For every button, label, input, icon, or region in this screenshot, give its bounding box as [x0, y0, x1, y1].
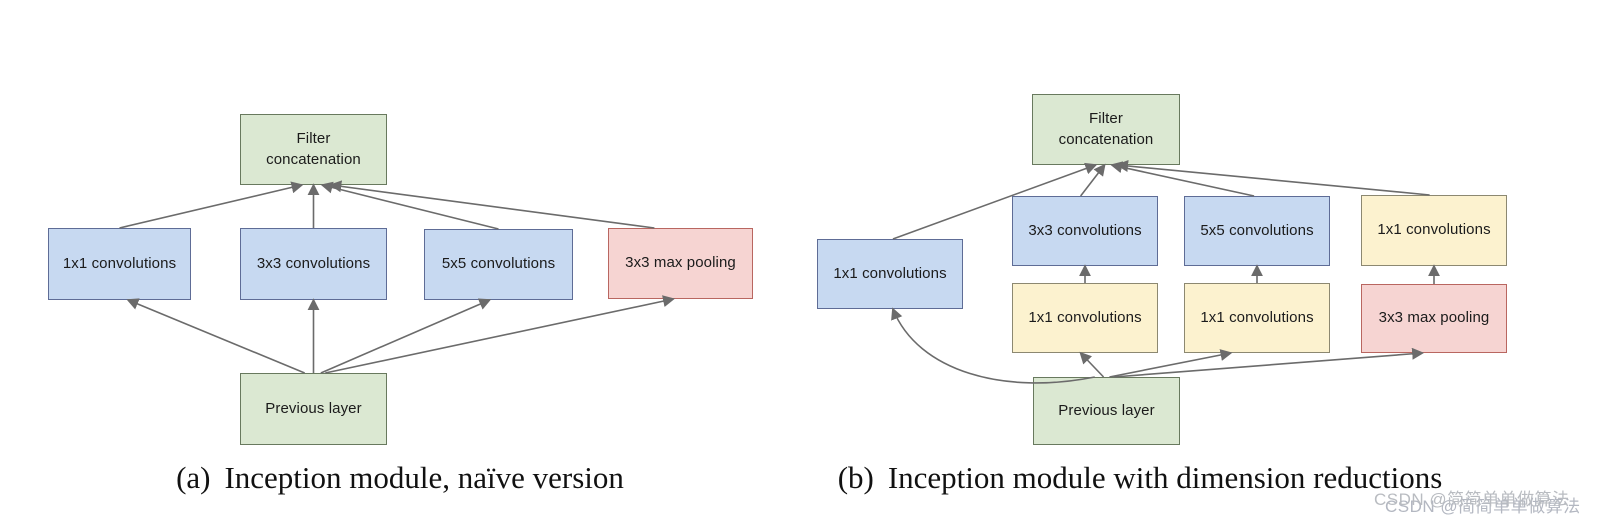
node-max-pooling-3x3-b: 3x3 max pooling — [1361, 284, 1507, 353]
edge-pl_b-to-y2_b — [1109, 349, 1233, 378]
node-conv-5x5-b: 5x5 convolutions — [1184, 196, 1330, 266]
caption-a: (a) Inception module, naïve version — [120, 456, 680, 500]
node-conv-3x3-b: 3x3 convolutions — [1012, 196, 1158, 266]
node-label: 5x5 convolutions — [441, 255, 556, 273]
node-label: 5x5 convolutions — [1200, 221, 1314, 239]
csdn-watermark-text: CSDN @简简单单做算法 — [1374, 490, 1570, 509]
node-conv-1x1-reduce-3x3-b: 1x1 convolutions — [1012, 283, 1158, 353]
edge-c3_b-to-fc_b — [1079, 163, 1106, 197]
edge-pl_a-to-c1_a — [126, 298, 305, 374]
node-max-pooling-3x3-a: 3x3 max pooling — [608, 228, 753, 299]
caption-a-index: (a) — [176, 460, 211, 495]
node-label: 3x3 max pooling — [625, 254, 736, 272]
node-label: Previous layer — [265, 399, 362, 417]
edge-pl_b-to-y1_b — [1079, 351, 1105, 378]
node-conv-3x3-a: 3x3 convolutions — [240, 228, 387, 300]
node-label: 3x3 max pooling — [1378, 309, 1490, 327]
node-label: 1x1 convolutions — [1028, 308, 1142, 326]
node-label: Filter concatenation — [1058, 110, 1154, 148]
node-conv-1x1-reduce-5x5-b: 1x1 convolutions — [1184, 283, 1330, 353]
node-filter-concatenation-b: Filter concatenation — [1032, 94, 1180, 165]
csdn-watermark-ghost: CSDN @简简单单做算法 — [1385, 497, 1581, 516]
node-label: 1x1 convolutions — [833, 264, 947, 282]
node-label: 1x1 convolutions — [62, 254, 177, 272]
edge-c1_a-to-fc_a — [119, 181, 304, 229]
edge-mp_a-to-fc_a — [329, 180, 655, 229]
node-conv-1x1-branch1-b: 1x1 convolutions — [817, 239, 963, 309]
node-label: 1x1 convolutions — [1377, 221, 1491, 239]
caption-b-index: (b) — [837, 460, 874, 495]
node-conv-1x1-after-pool-b: 1x1 convolutions — [1361, 195, 1507, 266]
node-previous-layer-a: Previous layer — [240, 373, 387, 445]
edge-pl_a-to-mp_a — [325, 295, 676, 374]
node-label: Previous layer — [1058, 401, 1155, 419]
edge-pl_a-to-c5_a — [320, 298, 492, 374]
node-conv-5x5-a: 5x5 convolutions — [424, 229, 573, 300]
node-conv-1x1-a: 1x1 convolutions — [48, 228, 191, 300]
caption-b: (b) Inception module with dimension redu… — [790, 456, 1490, 500]
node-label: 3x3 convolutions — [1028, 221, 1142, 239]
csdn-watermark: CSDN @简简单单做算法 CSDN @简简单单做算法 — [1374, 485, 1580, 516]
node-filter-concatenation-a: Filter concatenation — [240, 114, 387, 185]
node-label: 1x1 convolutions — [1200, 308, 1314, 326]
node-label: 3x3 convolutions — [256, 254, 371, 272]
node-previous-layer-b: Previous layer — [1033, 377, 1180, 445]
edge-c1r_b-to-fc_b — [1116, 160, 1430, 196]
caption-b-text: Inception module with dimension reductio… — [887, 460, 1443, 495]
edge-pl_b-to-mp_b — [1113, 347, 1425, 378]
edge-c5_a-to-fc_a — [320, 181, 499, 230]
edge-c5_b-to-fc_b — [1110, 161, 1255, 197]
caption-a-text: Inception module, naïve version — [224, 460, 624, 495]
node-label: Filter concatenation — [266, 130, 361, 168]
